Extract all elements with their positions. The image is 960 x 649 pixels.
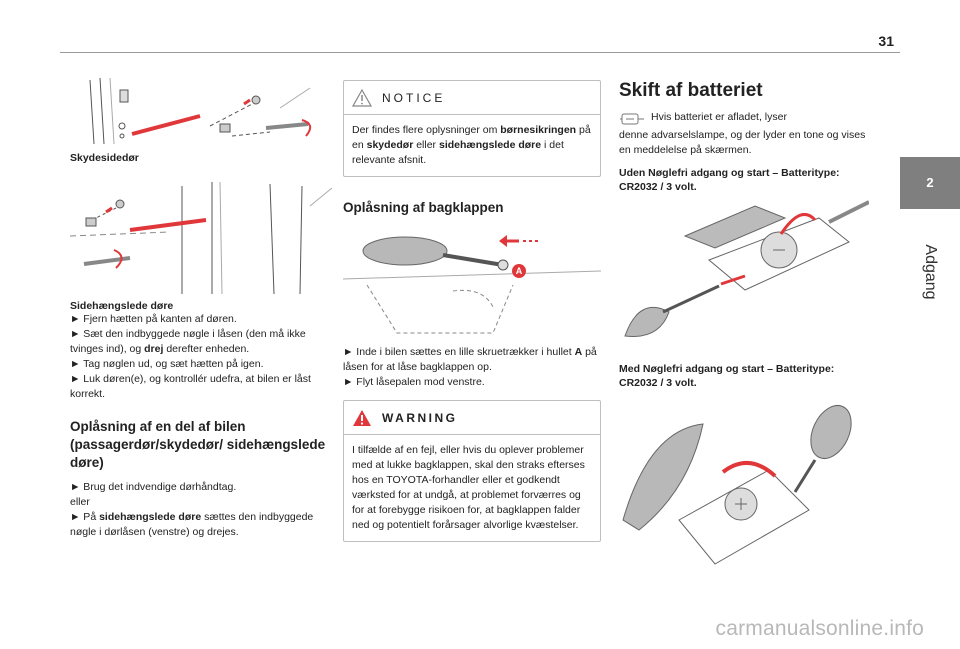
chapter-tab[interactable]: 2 xyxy=(900,157,960,209)
chapter-number: 2 xyxy=(926,175,934,190)
subheading-with-keyless: Med Nøglefri adgang og start – Batterity… xyxy=(619,363,835,389)
section-heading-battery: Skift af batteriet xyxy=(619,80,763,101)
caption-hinged-doors: Sidehængslede døre xyxy=(70,300,174,312)
subheading-without-keyless: Uden Nøglefri adgang og start – Batterit… xyxy=(619,167,840,193)
section-heading-partial-unlock: Oplåsning af en del af bilen (passagerdø… xyxy=(70,419,326,470)
column-2: NOTICE Der findes flere oplysninger om b… xyxy=(342,68,602,542)
chapter-label: Adgang xyxy=(922,243,939,300)
notice-text: Der findes flere oplysninger om børnesik… xyxy=(352,124,591,166)
watermark: carmanualsonline.info xyxy=(715,617,924,640)
hinged-door-illustration xyxy=(69,176,333,296)
column-1: Skydesidedør Sidehængslede døre ► Fjern … xyxy=(69,68,333,540)
notice-title: NOTICE xyxy=(382,90,446,105)
sliding-door-illustration xyxy=(70,68,332,148)
key-battery-illustration-1 xyxy=(619,200,870,350)
step-2: ► Sæt den indbyggede nøgle i låsen (den … xyxy=(70,328,306,355)
warning-title: WARNING xyxy=(382,410,458,425)
battery-intro: denne advarselslampe, og der lyder en to… xyxy=(619,129,866,156)
key-battery-illustration-2 xyxy=(619,400,869,572)
step-4: ► Luk døren(e), og kontrollér udefra, at… xyxy=(70,373,311,400)
hinged-steps: ► Fjern hætten på kanten af døren. ► Sæt… xyxy=(70,312,332,402)
tailgate-steps: ► Inde i bilen sættes en lille skruetræk… xyxy=(343,346,597,388)
notice-box: NOTICE Der findes flere oplysninger om b… xyxy=(343,80,601,177)
warning-box: WARNING I tilfælde af en fejl, eller hvi… xyxy=(343,400,601,542)
column-3: Skift af batteriet Hvis batteriet er afl… xyxy=(619,68,870,572)
key-battery-warning-icon xyxy=(620,113,644,125)
section-heading-tailgate: Oplåsning af bagklappen xyxy=(343,200,504,215)
marker-a: A xyxy=(512,264,526,278)
warning-icon xyxy=(353,409,371,426)
notice-icon xyxy=(352,88,372,107)
partial-unlock-text: ► Brug det indvendige dørhåndtag. eller … xyxy=(70,481,314,538)
tailgate-screwdriver-illustration: A xyxy=(342,225,602,337)
warning-text: I tilfælde af en fejl, eller hvis du opl… xyxy=(352,444,585,531)
step-3: ► Tag nøglen ud, og sæt hætten på igen. xyxy=(70,358,264,370)
caption-sliding-door: Skydesidedør xyxy=(70,152,139,164)
page-number: 31 xyxy=(878,33,894,49)
header-rule xyxy=(60,52,900,53)
step-1: ► Fjern hætten på kanten af døren. xyxy=(70,313,237,325)
chapter-label-box: Adgang xyxy=(900,209,960,334)
